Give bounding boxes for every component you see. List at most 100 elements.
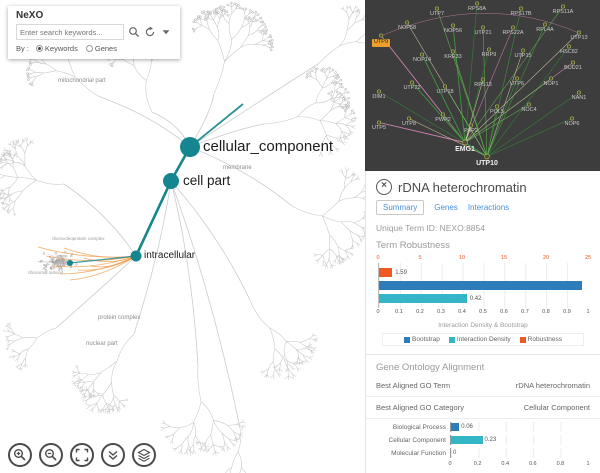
network-edge — [464, 142, 488, 157]
search-icon[interactable] — [127, 26, 140, 39]
tree-node-cellular-component[interactable] — [180, 137, 200, 157]
tree-term-label[interactable]: ribonucleoprotein complex — [52, 236, 105, 241]
radio-circle[interactable] — [85, 45, 93, 52]
gene-label-pwp2[interactable]: PWP2 — [435, 117, 451, 123]
gene-label-hsc82[interactable]: HSC82 — [560, 49, 578, 55]
tree-term-label[interactable]: nuclear part — [86, 341, 118, 347]
tab-interactions[interactable]: Interactions — [467, 203, 510, 212]
radio-genes[interactable]: Genes — [85, 44, 117, 53]
gene-node-nop1[interactable] — [548, 76, 554, 81]
tab-genes[interactable]: Genes — [434, 203, 458, 212]
gene-label-nop1[interactable]: NOP1 — [543, 81, 559, 87]
search-input[interactable] — [16, 24, 124, 40]
gene-node-rps11a[interactable] — [560, 4, 566, 9]
gene-label-rrp9[interactable]: RRP9 — [481, 52, 497, 58]
gene-node-rpl4a[interactable] — [542, 22, 548, 27]
gene-node-nop14[interactable] — [419, 52, 425, 57]
gene-node-utp6[interactable] — [514, 76, 520, 81]
gene-node-utp8[interactable] — [406, 116, 412, 121]
tree-term-label[interactable]: ribosomal subunit — [28, 270, 64, 275]
gene-node-rps8a[interactable] — [474, 1, 480, 6]
gene-label-rpl4a[interactable]: RPL4A — [536, 27, 554, 33]
tree-term-label[interactable]: mitochondrial part — [58, 78, 106, 84]
gene-label-utp5[interactable]: UTP5 — [371, 125, 387, 131]
tree-label-cellular_component[interactable]: cellular_component — [203, 137, 334, 155]
gene-node-pol5[interactable] — [494, 104, 500, 109]
gene-label-nop56[interactable]: NOP56 — [443, 28, 463, 34]
legend-item-robustness: Robustness — [519, 336, 562, 343]
radio-keywords[interactable]: Keywords — [35, 44, 78, 53]
gene-label-rps13[interactable]: RPS13 — [474, 82, 492, 88]
tree-label-cell-part[interactable]: cell part — [183, 172, 231, 188]
tree-label-intracellular[interactable]: intracellular — [144, 249, 196, 261]
gene-node-utp13[interactable] — [576, 30, 582, 35]
gene-label-utp7[interactable]: UTP7 — [429, 11, 445, 17]
gene-node-rps13[interactable] — [480, 77, 486, 82]
gene-node-utp5[interactable] — [376, 120, 382, 125]
gene-node-nop6[interactable] — [569, 116, 575, 121]
dropdown-icon[interactable] — [159, 26, 172, 39]
reset-icon[interactable] — [143, 26, 156, 39]
gene-label-utp18[interactable]: UTP18 — [436, 89, 454, 95]
gene-node-rps22a[interactable] — [510, 25, 516, 30]
gene-label-rps22a[interactable]: RPS22A — [502, 30, 524, 36]
zoom-in-button[interactable] — [8, 443, 32, 467]
gene-node-utp7[interactable] — [434, 6, 440, 11]
gene-label-nop58[interactable]: NOP58 — [397, 25, 417, 31]
gene-node-rrp9[interactable] — [486, 47, 492, 52]
gene-label-noc4[interactable]: NOC4 — [521, 107, 537, 113]
gene-label-utp13[interactable]: UTP13 — [570, 35, 588, 41]
gene-node-emg1[interactable] — [462, 139, 468, 146]
gene-label-utp22[interactable]: UTP22 — [403, 85, 421, 91]
gene-node-kre33[interactable] — [450, 49, 456, 54]
gene-label-utp8[interactable]: UTP8 — [401, 121, 417, 127]
gene-label-nan1[interactable]: NAN1 — [571, 95, 587, 101]
gene-node-bud21[interactable] — [570, 60, 576, 65]
fit-to-screen-button[interactable] — [70, 443, 94, 467]
gene-node-utp15[interactable] — [520, 48, 526, 53]
gene-node-noc4[interactable] — [526, 102, 532, 107]
gene-label-utp15[interactable]: UTP15 — [514, 53, 532, 59]
gene-label-rps17b[interactable]: RPS17B — [510, 11, 532, 17]
gene-node-rps17b[interactable] — [518, 6, 524, 11]
zoom-out-button[interactable] — [39, 443, 63, 467]
gene-node-hsc82[interactable] — [566, 44, 572, 49]
tab-summary[interactable]: Summary — [376, 200, 425, 215]
gene-label-pol5[interactable]: POL5 — [489, 109, 505, 115]
close-icon[interactable]: × — [376, 179, 392, 195]
gene-label-dim1[interactable]: DIM1 — [372, 94, 386, 100]
gene-node-dim1[interactable] — [376, 89, 382, 94]
gene-label-kre33[interactable]: KRE33 — [444, 54, 462, 60]
tree-node-intracellular[interactable] — [130, 250, 142, 262]
gene-label-rps8a[interactable]: RPS8A — [467, 6, 487, 12]
gene-node-nop56[interactable] — [450, 23, 456, 28]
gene-node-pap2[interactable] — [468, 123, 474, 128]
gene-label-utp6[interactable]: UTP6 — [509, 81, 525, 87]
tree-term-label[interactable]: protein complex — [98, 315, 141, 321]
gene-label-pap2[interactable]: PAP2 — [464, 128, 478, 134]
gene-node-pwp2[interactable] — [440, 112, 446, 117]
gene-label-utp21[interactable]: UTP21 — [474, 30, 492, 36]
gene-node-utp18[interactable] — [442, 84, 448, 89]
gene-label-rps11a[interactable]: RPS11A — [552, 9, 574, 15]
gene-label-utp10[interactable]: UTP10 — [476, 160, 498, 167]
tree-node-cluster[interactable] — [67, 260, 73, 266]
gene-label-nop6[interactable]: NOP6 — [564, 121, 580, 127]
gene-node-utp9[interactable] — [378, 33, 384, 38]
collapse-depth-button[interactable] — [101, 443, 125, 467]
tree-node-cell-part[interactable] — [163, 173, 179, 189]
gene-node-nan1[interactable] — [576, 90, 582, 95]
gene-node-utp21[interactable] — [480, 25, 486, 30]
gene-label-bud21[interactable]: BUD21 — [564, 65, 582, 71]
gene-label-utp9[interactable]: UTP9 — [371, 39, 391, 47]
gene-node-utp22[interactable] — [409, 80, 415, 85]
gene-label-emg1[interactable]: EMG1 — [455, 146, 475, 153]
radio-circle[interactable] — [35, 45, 43, 52]
layers-button[interactable] — [132, 443, 156, 467]
gene-label-nop14[interactable]: NOP14 — [412, 57, 432, 63]
gene-node-nop58[interactable] — [404, 20, 410, 25]
tree-term-label[interactable]: membrane — [223, 165, 252, 171]
gene-node-utp10[interactable] — [484, 153, 490, 160]
